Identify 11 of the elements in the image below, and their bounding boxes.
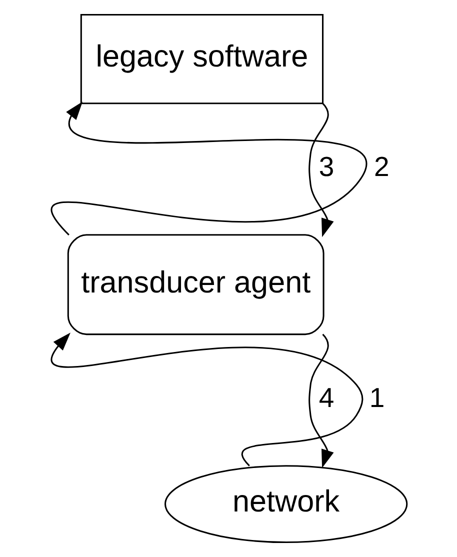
- edge-label: 1: [368, 382, 384, 413]
- node-ellipse: network: [164, 465, 408, 544]
- arrow: [308, 334, 334, 468]
- node-box: transducer agent: [66, 234, 324, 336]
- edge-label: 3: [318, 150, 334, 182]
- edge-label: 4: [318, 382, 334, 413]
- arrow: [50, 332, 363, 466]
- edge-label: 2: [373, 150, 389, 182]
- node-box: legacy software: [80, 14, 324, 104]
- arrow: [308, 102, 334, 238]
- arrow: [52, 102, 366, 236]
